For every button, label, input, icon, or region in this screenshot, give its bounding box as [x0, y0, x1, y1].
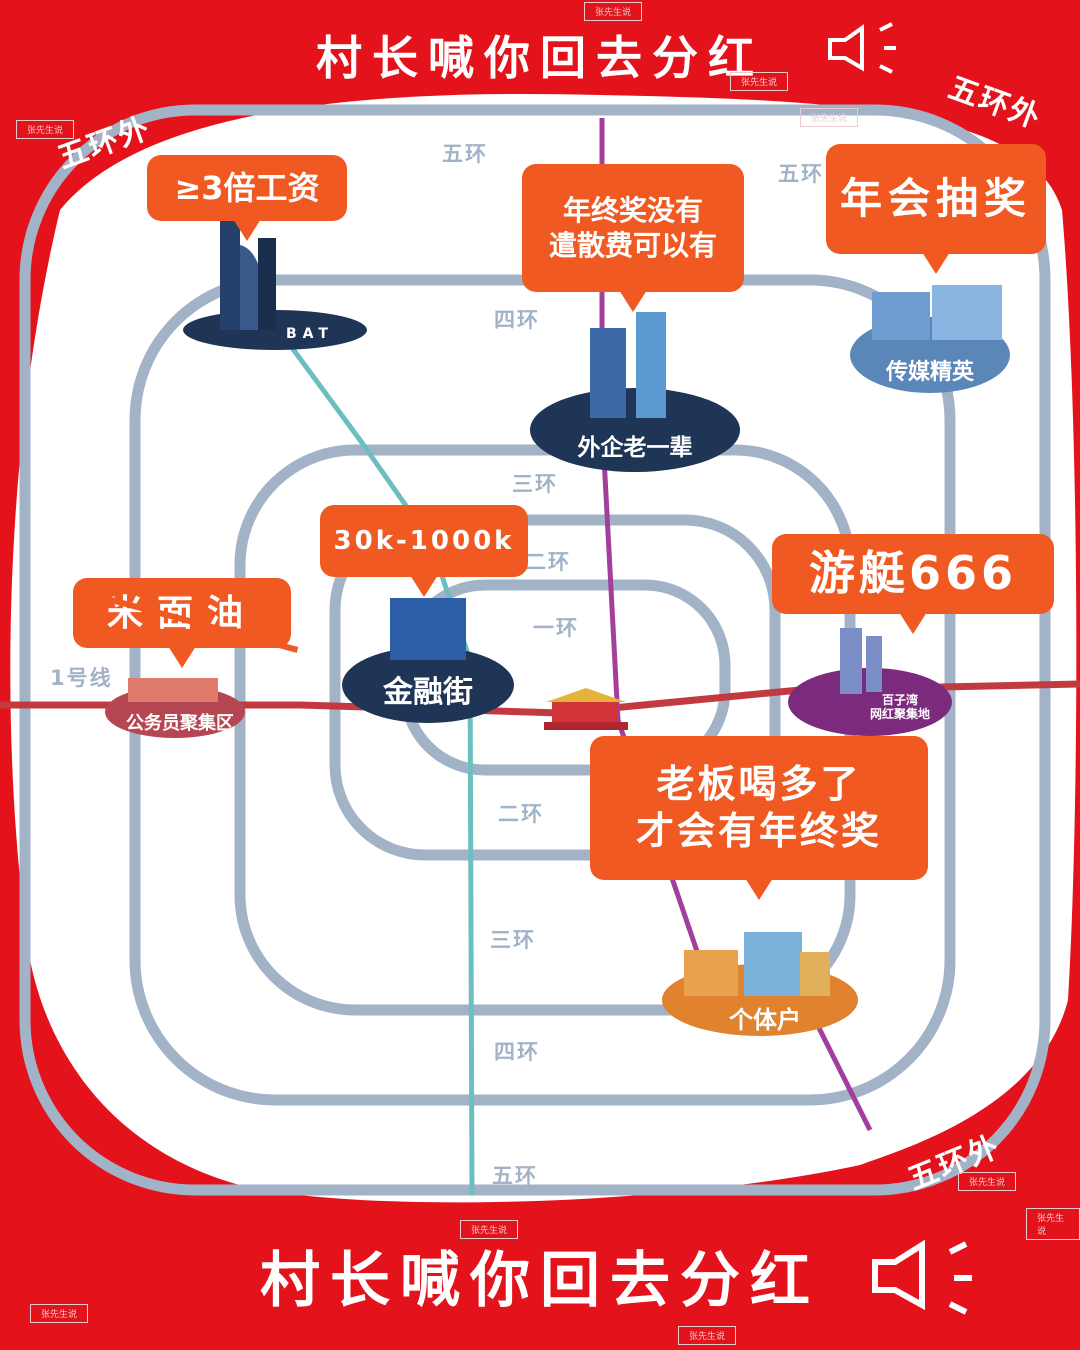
- ring-label-4-top: 四环: [494, 308, 540, 332]
- callout-finance: 30k-1000k: [320, 505, 528, 597]
- callout-foreign-line2: 遣散费可以有: [548, 229, 717, 262]
- bat-buildings: [220, 220, 276, 330]
- district-self: 个体户: [729, 1005, 801, 1034]
- megaphone-icon-top: [828, 22, 896, 74]
- ring-label-5-right: 五环: [778, 162, 824, 186]
- media-buildings: [872, 285, 1002, 340]
- self-buildings: [684, 932, 830, 996]
- map-area: [10, 93, 1077, 1203]
- watermark: 张先生说: [460, 1220, 519, 1239]
- megaphone-icon-bottom: [872, 1239, 972, 1315]
- ring-5: [19, 104, 1051, 1196]
- watermark: 张先生说: [16, 120, 75, 139]
- callout-yacht: 游艇666: [772, 534, 1054, 634]
- callout-media: 年会抽奖: [826, 144, 1046, 274]
- ring-label-4-bottom: 四环: [494, 1040, 540, 1064]
- callout-boss-line2: 才会有年终奖: [635, 809, 882, 853]
- callout-foreign-line1: 年终奖没有: [562, 194, 703, 227]
- finance-base: [342, 647, 514, 723]
- ring-2: [329, 514, 781, 861]
- district-finance: 金融街: [383, 675, 473, 710]
- ring-label-3-top: 三环: [512, 472, 558, 496]
- callout-bat-text: ≥3倍工资: [174, 169, 320, 207]
- watermark: 张先生说: [958, 1172, 1017, 1191]
- watermark: 张先生说: [730, 72, 789, 91]
- callout-foreign: 年终奖没有 遣散费可以有: [522, 164, 744, 312]
- district-yacht: 百子湾 网红聚集地: [850, 690, 950, 724]
- district-yacht-line2: 网红聚集地: [869, 707, 930, 721]
- ring-label-5-bottom: 五环: [492, 1164, 538, 1188]
- finance-buildings: [390, 598, 466, 660]
- tiananmen-icon: [544, 688, 628, 730]
- callout-boss-line1: 老板喝多了: [656, 761, 862, 806]
- district-yacht-line1: 百子湾: [881, 692, 918, 707]
- watermark: 张先生说: [678, 1326, 737, 1345]
- civil-houses: [128, 678, 218, 702]
- callout-civil-text: 米面油: [106, 592, 257, 634]
- watermark: 张先生说: [800, 108, 859, 127]
- district-foreign: 外企老一辈: [577, 435, 693, 461]
- ring-label-1: 一环: [533, 616, 579, 640]
- yacht-buildings: [840, 628, 882, 694]
- ring-label-2-bottom: 二环: [498, 802, 544, 826]
- callout-bat: ≥3倍工资: [147, 155, 347, 241]
- watermark: 张先生说: [1026, 1208, 1080, 1240]
- foreign-base: [530, 388, 740, 472]
- ring-label-3-bottom: 三环: [490, 928, 536, 952]
- callout-media-text: 年会抽奖: [839, 173, 1032, 223]
- district-civil: 公务员聚集区: [126, 713, 234, 734]
- district-media: 传媒精英: [885, 360, 974, 385]
- callout-yacht-text: 游艇666: [808, 546, 1018, 601]
- watermark: 张先生说: [584, 2, 643, 21]
- foreign-buildings: [590, 312, 666, 418]
- page-title-bottom: 村长喊你回去分红: [260, 1246, 820, 1316]
- district-bat: BAT: [286, 326, 334, 342]
- yacht-base: [788, 668, 952, 736]
- callout-finance-text: 30k-1000k: [333, 525, 515, 556]
- ring-label-5-top: 五环: [442, 142, 488, 166]
- callout-boss: 老板喝多了 才会有年终奖: [590, 736, 928, 900]
- line-1-label: 1号线: [50, 666, 113, 690]
- page-title-top: 村长喊你回去分红: [316, 31, 764, 85]
- watermark: 张先生说: [30, 1304, 89, 1323]
- ring-label-2-top: 二环: [525, 550, 571, 574]
